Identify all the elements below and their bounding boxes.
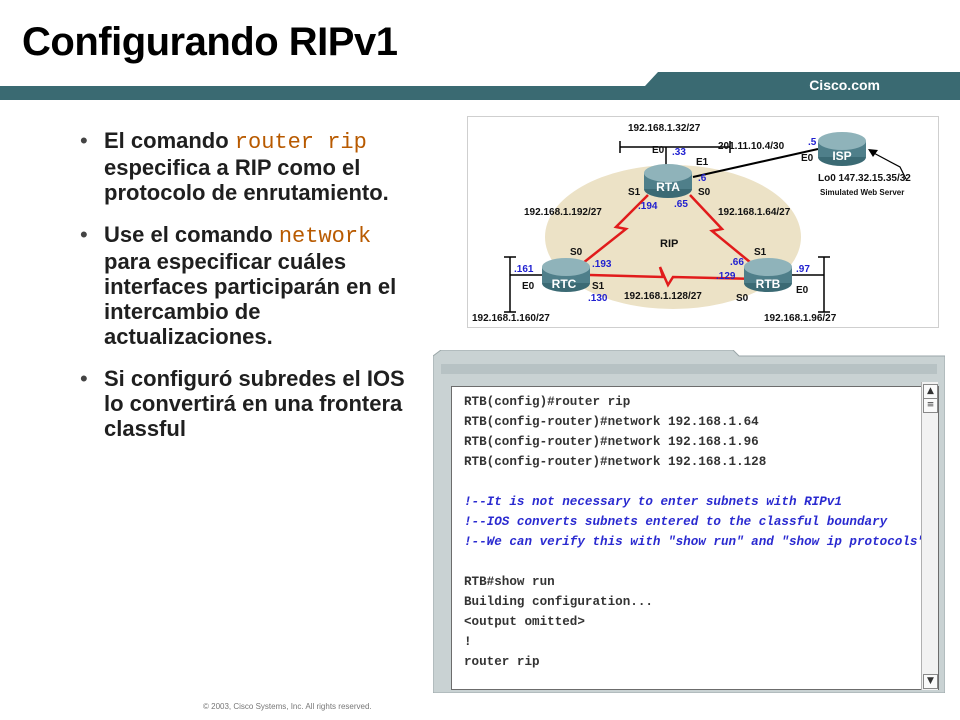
bullet-icon: • bbox=[80, 128, 88, 153]
serial-link-rta-rtb bbox=[689, 194, 757, 268]
scroll-thumb[interactable]: ≡ bbox=[923, 398, 938, 413]
ip-label: .66 bbox=[730, 257, 744, 268]
isp-link-line bbox=[692, 148, 819, 178]
interface-label: E0 bbox=[801, 153, 814, 164]
ip-label: .6 bbox=[698, 173, 707, 184]
interface-label: S0 bbox=[698, 187, 711, 198]
terminal-line: router rip bbox=[464, 655, 540, 669]
serial-link-rtc-rtb bbox=[589, 266, 759, 288]
terminal-line: RTB#show run bbox=[464, 575, 555, 589]
interface-label: E1 bbox=[696, 157, 709, 168]
terminal-line: RTB(config-router)#network 192.168.1.64 bbox=[464, 415, 759, 429]
terminal-line: RTB(config)#router rip bbox=[464, 395, 631, 409]
terminal-line: Building configuration... bbox=[464, 595, 653, 609]
terminal-comment-line: !--It is not necessary to enter subnets … bbox=[464, 495, 842, 509]
router-label: ISP bbox=[832, 149, 851, 163]
interface-label: E0 bbox=[652, 145, 665, 156]
loopback-pointer-arrow bbox=[868, 149, 878, 157]
router-isp: ISP bbox=[818, 132, 866, 166]
header-bar-tab bbox=[645, 72, 960, 100]
network-label: 192.168.1.160/27 bbox=[472, 313, 550, 324]
brand-label: Cisco.com bbox=[809, 77, 880, 93]
router-label: RTB bbox=[756, 277, 781, 291]
terminal-line: ! bbox=[464, 635, 472, 649]
bullet-list: • El comando router rip especifica a RIP… bbox=[78, 128, 408, 458]
router-rtb: RTB bbox=[744, 258, 792, 292]
bullet-text: El comando bbox=[104, 128, 235, 153]
bullet-text: para especificar cuáles interfaces parti… bbox=[104, 249, 397, 349]
ip-label: .129 bbox=[716, 271, 736, 282]
bullet-text: especifica a RIP como el protocolo de en… bbox=[104, 155, 389, 205]
scroll-up-arrow-icon[interactable]: ▲ bbox=[923, 384, 938, 399]
terminal-line bbox=[464, 472, 925, 492]
rip-domain-area bbox=[545, 165, 801, 309]
terminal-scrollbar[interactable]: ▲ ≡ ▼ bbox=[921, 382, 938, 690]
network-label: 201.11.10.4/30 bbox=[718, 141, 785, 152]
ip-label: .97 bbox=[796, 264, 810, 275]
bullet-item: • El comando router rip especifica a RIP… bbox=[78, 128, 408, 205]
bullet-item: • Use el comando network para especifica… bbox=[78, 222, 408, 349]
network-label: 192.168.1.96/27 bbox=[764, 313, 837, 324]
bullet-code: router rip bbox=[234, 130, 367, 155]
interface-label: E0 bbox=[796, 285, 809, 296]
slide-title: Configurando RIPv1 bbox=[22, 20, 398, 64]
terminal-line: <output omitted> bbox=[464, 615, 585, 629]
network-label: 192.168.1.32/27 bbox=[628, 123, 701, 134]
serial-link-rta-rtc bbox=[577, 194, 649, 268]
scroll-down-arrow-icon[interactable]: ▼ bbox=[923, 674, 938, 689]
terminal-comment-line: !--We can verify this with "show run" an… bbox=[464, 535, 926, 549]
network-label: 192.168.1.64/27 bbox=[718, 207, 791, 218]
loopback-pointer bbox=[869, 150, 907, 180]
interface-label: S1 bbox=[628, 187, 641, 198]
loopback-label: Lo0 147.32.15.35/32 bbox=[818, 173, 911, 184]
interface-label: S1 bbox=[592, 281, 605, 292]
ip-label: .5 bbox=[808, 137, 817, 148]
terminal-line bbox=[464, 552, 925, 572]
ip-label: .65 bbox=[674, 199, 688, 210]
terminal-comment-line: !--IOS converts subnets entered to the c… bbox=[464, 515, 888, 529]
bullet-code: network bbox=[278, 224, 372, 249]
interface-label: E0 bbox=[522, 281, 535, 292]
rip-label: RIP bbox=[660, 238, 678, 250]
ip-label: .193 bbox=[592, 259, 612, 270]
bullet-icon: • bbox=[80, 366, 88, 391]
interface-label: S0 bbox=[570, 247, 583, 258]
ip-label: .161 bbox=[514, 264, 534, 275]
bullet-text: Si configuró subredes el IOS lo converti… bbox=[104, 366, 405, 441]
header-bar bbox=[0, 72, 960, 100]
ip-label: .194 bbox=[638, 201, 658, 212]
terminal-line: RTB(config-router)#network 192.168.1.96 bbox=[464, 435, 759, 449]
network-label: 192.168.1.128/27 bbox=[624, 291, 702, 302]
network-diagram: RTA ISP RTC RTB 192.168.1.32/27 E0 .33 E… bbox=[467, 116, 939, 328]
router-rtc: RTC bbox=[542, 258, 590, 292]
copyright-footer: © 2003, Cisco Systems, Inc. All rights r… bbox=[203, 702, 372, 711]
router-label: RTA bbox=[656, 180, 680, 194]
ip-label: .130 bbox=[588, 293, 608, 304]
network-diagram-svg: RTA ISP RTC RTB 192.168.1.32/27 E0 .33 E… bbox=[472, 123, 911, 324]
bullet-icon: • bbox=[80, 222, 88, 247]
router-label: RTC bbox=[552, 277, 577, 291]
web-server-label: Simulated Web Server bbox=[820, 188, 904, 197]
terminal-line: RTB(config-router)#network 192.168.1.128 bbox=[464, 455, 767, 469]
interface-label: S0 bbox=[736, 293, 749, 304]
network-label: 192.168.1.192/27 bbox=[524, 207, 602, 218]
router-rta: RTA bbox=[644, 164, 692, 198]
interface-label: S1 bbox=[754, 247, 767, 258]
bullet-item: • Si configuró subredes el IOS lo conver… bbox=[78, 366, 408, 441]
bullet-text: Use el comando bbox=[104, 222, 279, 247]
ip-label: .33 bbox=[672, 147, 686, 158]
